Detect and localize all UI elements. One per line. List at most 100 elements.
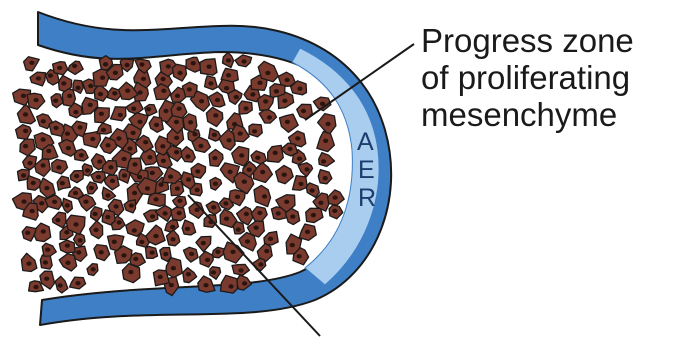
- cell-nucleus: [229, 284, 234, 288]
- cell-nucleus: [113, 71, 118, 75]
- cell-nucleus: [21, 173, 26, 177]
- cell-nucleus: [147, 155, 152, 159]
- cell-nucleus: [21, 94, 26, 98]
- cell-nucleus: [239, 153, 244, 157]
- progress-zone-label-line-2: of proliferating: [421, 59, 634, 96]
- cell-nucleus: [244, 106, 249, 110]
- cell-nucleus: [224, 86, 229, 90]
- cell-nucleus: [161, 159, 166, 163]
- cell-nucleus: [285, 78, 290, 82]
- cell-nucleus: [244, 212, 249, 216]
- cell-nucleus: [267, 115, 272, 119]
- cell-nucleus: [282, 173, 287, 177]
- cell-nucleus: [41, 229, 46, 233]
- cell-nucleus: [297, 157, 302, 161]
- cell-nucleus: [265, 71, 270, 75]
- progress-zone-label-line-1: Progress zone: [421, 22, 634, 59]
- cell-nucleus: [132, 162, 137, 166]
- cell-nucleus: [159, 183, 164, 187]
- cell-nucleus: [195, 169, 200, 173]
- cell-nucleus: [52, 200, 57, 204]
- cell-nucleus: [41, 163, 46, 167]
- cell-nucleus: [44, 186, 49, 190]
- cell-nucleus: [168, 175, 173, 179]
- cell-nucleus: [65, 132, 70, 136]
- cell-nucleus: [58, 283, 63, 287]
- cell-nucleus: [258, 262, 263, 266]
- cell-nucleus: [242, 281, 247, 285]
- cell-nucleus: [170, 225, 175, 229]
- cell-nucleus: [105, 215, 110, 219]
- cell-nucleus: [213, 113, 218, 117]
- cell-nucleus: [122, 157, 127, 161]
- cell-nucleus: [101, 128, 106, 132]
- cell-nucleus: [108, 165, 113, 169]
- cell-nucleus: [242, 180, 247, 184]
- cell-nucleus: [89, 186, 94, 190]
- cell-nucleus: [287, 147, 292, 151]
- cell-nucleus: [264, 249, 269, 253]
- cell-nucleus: [188, 120, 193, 124]
- cell-nucleus: [185, 154, 190, 158]
- cell-nucleus: [333, 195, 338, 199]
- cell-nucleus: [44, 277, 49, 281]
- cell-nucleus: [311, 213, 316, 217]
- cell-nucleus: [105, 143, 110, 147]
- cell-nucleus: [129, 203, 134, 207]
- cell-nucleus: [175, 186, 180, 190]
- cell-nucleus: [203, 283, 208, 287]
- cell-nucleus: [125, 89, 130, 93]
- aer-letter-r: R: [358, 184, 376, 212]
- cell-nucleus: [242, 59, 247, 63]
- cell-nucleus: [326, 122, 331, 126]
- cell-nucleus: [110, 179, 115, 183]
- cell-nucleus: [169, 283, 174, 287]
- cell-nucleus: [105, 193, 110, 197]
- cell-nucleus: [23, 112, 28, 116]
- cell-nucleus: [260, 170, 265, 174]
- cell-nucleus: [103, 62, 108, 66]
- cell-nucleus: [29, 209, 34, 213]
- cell-nucleus: [198, 144, 203, 148]
- cell-nucleus: [139, 62, 144, 66]
- cell-nucleus: [297, 87, 302, 91]
- cell-nucleus: [60, 181, 65, 185]
- cell-nucleus: [284, 200, 289, 204]
- cell-nucleus: [238, 131, 243, 135]
- cell-nucleus: [73, 222, 78, 226]
- cell-nucleus: [150, 214, 155, 218]
- cell-nucleus: [91, 267, 96, 271]
- cell-nucleus: [150, 171, 155, 175]
- cell-nucleus: [26, 261, 31, 265]
- cell-nucleus: [21, 199, 26, 203]
- cell-nucleus: [53, 99, 58, 103]
- cell-nucleus: [161, 77, 166, 81]
- cell-nucleus: [99, 112, 104, 116]
- cell-nucleus: [76, 86, 81, 90]
- cell-nucleus: [254, 226, 259, 230]
- cell-nucleus: [321, 159, 326, 163]
- aer-letter-a: A: [357, 128, 374, 156]
- cell-nucleus: [116, 136, 121, 140]
- cell-nucleus: [234, 95, 239, 99]
- cell-nucleus: [295, 136, 300, 140]
- cell-nucleus: [100, 76, 105, 80]
- cell-nucleus: [290, 243, 295, 247]
- cell-nucleus: [211, 270, 216, 274]
- cell-nucleus: [195, 208, 200, 212]
- cell-nucleus: [323, 139, 328, 143]
- cell-nucleus: [88, 84, 93, 88]
- cell-nucleus: [301, 109, 306, 113]
- cell-nucleus: [61, 81, 66, 85]
- cell-nucleus: [88, 103, 93, 107]
- cell-nucleus: [262, 194, 267, 198]
- cell-nucleus: [297, 254, 302, 258]
- cell-nucleus: [199, 99, 204, 103]
- cell-nucleus: [114, 204, 119, 208]
- cell-nucleus: [227, 138, 232, 142]
- cell-nucleus: [36, 76, 41, 80]
- cell-nucleus: [174, 120, 179, 124]
- cell-nucleus: [65, 261, 70, 265]
- cell-nucleus: [226, 73, 231, 77]
